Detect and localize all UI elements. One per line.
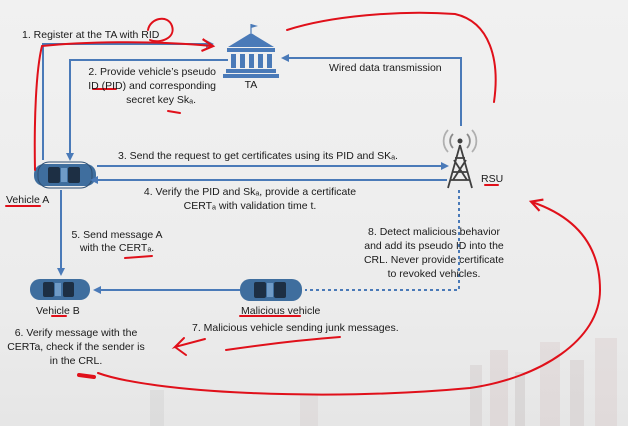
step-2-line-3: secret key Skₐ.	[126, 94, 196, 106]
car-icon	[34, 161, 96, 189]
red-annotations	[5, 11, 602, 396]
step-8-line-1: 8. Detect malicious behavior	[368, 226, 500, 238]
car-icon	[240, 279, 302, 301]
ta-label: TA	[244, 79, 258, 91]
step-2-line-2: ID (PID) and corresponding	[88, 80, 216, 92]
vehicle-a-label: Vehicle A	[6, 194, 50, 206]
wired-transmission-label: Wired data transmission	[329, 62, 442, 74]
step-8-line-4: to revoked vehicles.	[387, 268, 481, 280]
step-6-line-2: CERTa, check if the sender is	[7, 341, 145, 353]
radio-tower-icon	[442, 129, 478, 189]
arrow-provide-pid	[66, 59, 228, 161]
step-2-line-1: 2. Provide vehicle’s pseudo	[88, 66, 216, 78]
car-icon	[30, 279, 90, 300]
malicious-vehicle-label: Malicious vehicle	[241, 305, 321, 317]
rsu-label: RSU	[481, 173, 504, 185]
step-3-label: 3. Send the request to get certificates …	[118, 150, 398, 162]
flow-arrows	[42, 40, 462, 294]
step-1-label: 1. Register at the TA with RID	[22, 29, 160, 41]
step-4-line-2: CERTₐ with validation time t.	[183, 200, 317, 212]
step-6-line-3: in the CRL.	[49, 355, 103, 367]
arrow-register	[42, 40, 214, 160]
step-4-line-1: 4. Verify the PID and Skₐ, provide a cer…	[143, 186, 357, 198]
government-building-icon	[223, 24, 279, 78]
step-7-label: 7. Malicious vehicle sending junk messag…	[192, 322, 399, 334]
step-8-line-2: and add its pseudo ID into the	[364, 240, 504, 252]
arrow-wired	[281, 54, 462, 126]
step-5-line-1: 5. Send message A	[71, 229, 163, 241]
background-city-texture	[150, 338, 617, 426]
step-8-line-3: CRL. Never provide certificate	[363, 254, 505, 266]
step-5-line-2: with the CERTₐ.	[79, 242, 155, 254]
vehicle-b-label: Vehicle B	[36, 305, 80, 317]
step-6-line-1: 6. Verify message with the	[14, 327, 138, 339]
